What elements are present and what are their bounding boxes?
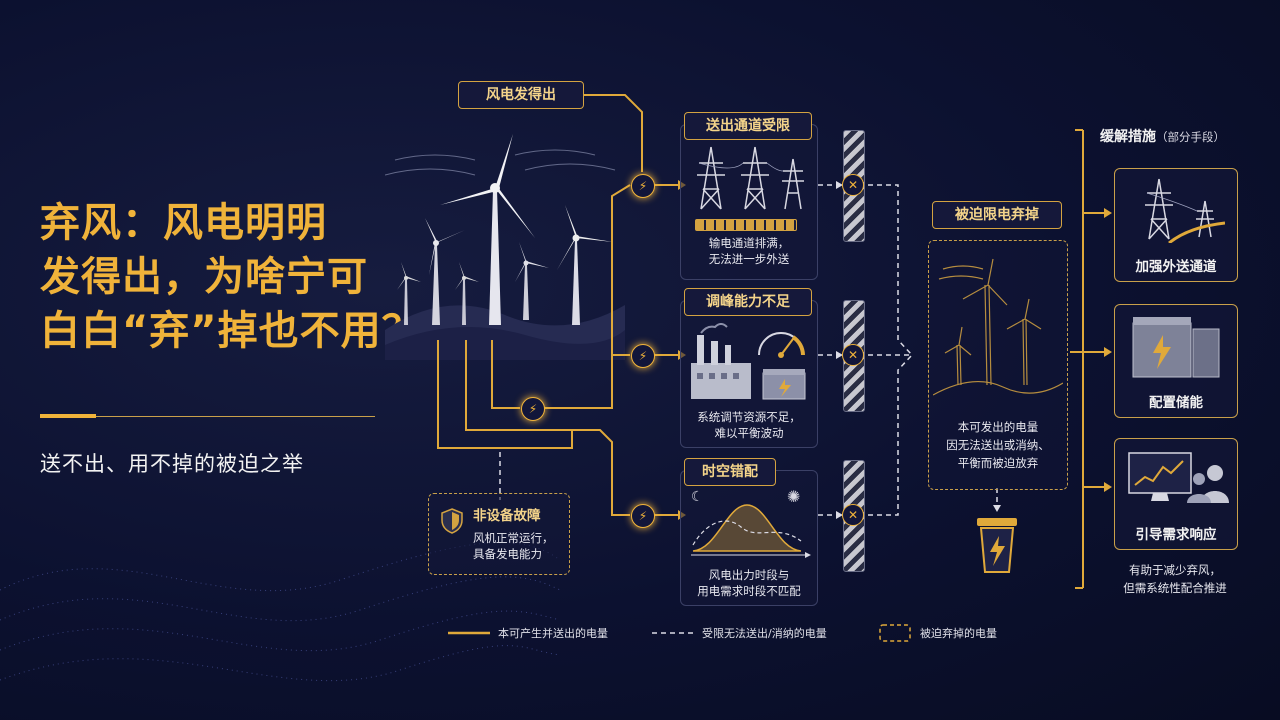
source-tag: 风电发得出 [458,81,584,109]
curtail-desc-2: 因无法送出或消纳、 [946,438,1050,452]
cause-3-desc-1: 风电出力时段与 [708,568,790,582]
cause-2-desc-2: 难以平衡波动 [714,426,784,440]
curtail-desc-1: 本可发出的电量 [957,420,1039,434]
x-icon: ✕ [842,174,864,196]
cause-1-desc-2: 无法进一步外送 [708,252,790,266]
shield-icon [441,508,463,534]
capacity-bar [695,219,797,231]
pylon-icon [1145,178,1225,243]
particle-wave-decoration [0,542,560,682]
mitigation-heading-note: （部分手段） [1156,130,1225,144]
wind-turbine-icon [515,242,549,320]
cause-tag-mismatch: 时空错配 [684,458,776,486]
bolt-icon: ⚡ [631,504,655,528]
factory-icon [691,323,751,399]
cause-3-desc-2: 用电需求时段不匹配 [697,584,801,598]
curtail-tag: 被迫限电弃掉 [932,201,1062,229]
battery-icon [762,369,806,400]
cause-panel-peaking: 系统调节资源不足， 难以平衡波动 [680,300,818,448]
mitigation-storage: 配置储能 [1114,304,1238,418]
gauge-icon [758,332,805,358]
no-fault-box: 非设备故障 风机正常运行， 具备发电能力 [428,493,570,575]
cause-tag-transmission: 送出通道受限 [684,112,812,140]
wind-turbine-icon [455,262,479,325]
curtail-desc-3: 平衡而被迫放弃 [957,456,1039,470]
mitigation-heading-text: 缓解措施 [1100,129,1156,145]
x-icon: ✕ [842,344,864,366]
cause-tag-peaking: 调峰能力不足 [684,288,812,316]
time-mismatch-curve [691,504,811,558]
bolt-icon: ⚡ [631,344,655,368]
mitigation-footer-2: 但需系统性配合推进 [1123,581,1227,595]
no-fault-title: 非设备故障 [473,508,541,524]
mitigation-label-3: 引导需求响应 [1135,527,1217,543]
monitor-chart-icon [1128,452,1192,501]
legend-dashed-label: 受限无法送出/消纳的电量 [702,627,827,640]
pylon-icon [697,146,804,210]
cause-2-desc-1: 系统调节资源不足， [697,410,801,424]
battery-icon [1132,317,1220,378]
moon-icon: ☾ [691,489,704,505]
trash-bin-icon [977,518,1017,573]
legend-solid-label: 本可产生并送出的电量 [498,627,608,640]
wind-farm-illustration [385,134,625,360]
mitigation-label-1: 加强外送通道 [1135,259,1217,275]
wind-turbine-icon [557,205,613,325]
curtail-box: 本可发出的电量 因无法送出或消纳、 平衡而被迫放弃 [928,240,1068,490]
sun-icon: ✺ [787,487,801,506]
wind-turbine-icon [440,134,535,325]
wind-turbine-icon [425,218,465,325]
bolt-icon: ⚡ [631,174,655,198]
cause-panel-transmission: 输电通道排满， 无法进一步外送 [680,124,818,280]
cause-panel-mismatch: ☾ ✺ 风电出力时段与 用电需求时段不匹配 [680,470,818,606]
title-line-1: 弃风：风电明明 [40,200,327,246]
dim-wind-turbine-icon [933,258,1063,396]
title-line-2: 发得出，为啥宁可 [40,254,368,300]
main-title: 弃风：风电明明 发得出，为啥宁可 白白“弃”掉也不用？ [40,196,423,358]
mitigation-demand-response: 引导需求响应 [1114,438,1238,550]
mitigation-label-2: 配置储能 [1149,395,1203,411]
legend-box-label: 被迫弃掉的电量 [920,627,997,640]
title-divider-accent [40,414,96,418]
no-fault-desc-1: 风机正常运行， [473,531,554,545]
x-icon: ✕ [842,504,864,526]
title-line-3: 白白“弃”掉也不用？ [40,308,423,354]
mitigation-heading: 缓解措施（部分手段） [1100,126,1225,146]
wind-turbine-icon [397,262,421,325]
mitigation-footer-1: 有助于减少弃风， [1129,563,1221,577]
subtitle: 送不出、用不掉的被迫之举 [40,452,304,476]
bolt-icon: ⚡ [521,397,545,421]
mitigation-transmission: 加强外送通道 [1114,168,1238,282]
title-divider [40,416,375,417]
no-fault-desc-2: 具备发电能力 [473,547,542,561]
people-icon [1187,465,1229,503]
cause-1-desc-1: 输电通道排满， [708,236,790,250]
